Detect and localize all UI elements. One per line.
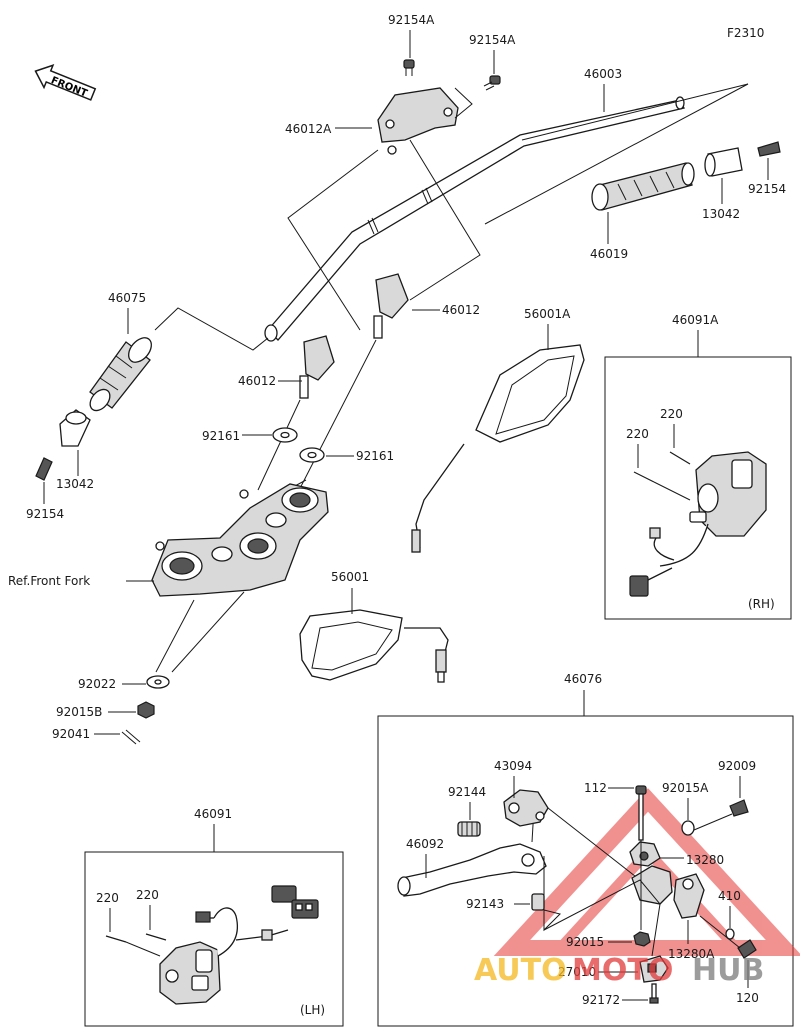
label-46092: 46092 [406,837,444,851]
washer-92015A [681,820,695,836]
label-220-a: 220 [660,407,683,421]
bolt-92154A-a [403,59,415,76]
mirror-left [299,609,449,683]
part-410 [725,928,735,940]
label-112: 112 [584,781,607,795]
label-92143: 92143 [466,897,504,911]
nut-92015 [633,931,651,947]
label-46075: 46075 [108,291,146,305]
label-92041: 92041 [52,727,90,741]
label-56001: 56001 [331,570,369,584]
label-92015: 92015 [566,935,604,949]
label-92154-l: 92154 [26,507,64,521]
label-13280A: 13280A [668,947,715,961]
watermark-moto: MOTO [572,953,673,988]
ref-front-fork: Ref.Front Fork [8,574,90,588]
weight-13042-r [704,147,743,177]
label-46012-r: 46012 [442,303,480,317]
nut-92015B [137,701,155,719]
mirror-right [411,344,585,553]
label-27010: 27010 [558,965,596,979]
label-46012A: 46012A [285,122,332,136]
label-43094: 43094 [494,759,532,773]
label-46003: 46003 [584,67,622,81]
label-410: 410 [718,889,741,903]
rh-switch [629,451,767,597]
triple-clamp [151,483,329,597]
label-92015B: 92015B [56,705,102,719]
label-92009: 92009 [718,759,756,773]
label-92154A-a: 92154A [388,13,435,27]
brake-lever-46092 [397,843,547,897]
watermark-text: AUTO MOTO HUB [474,953,764,988]
label-46091A: 46091A [672,313,719,327]
figure-code: F2310 [727,26,764,40]
label-92154A-b: 92154A [469,33,516,47]
upper-clamp [377,87,459,155]
right-grip [591,162,695,211]
label-220-c: 220 [96,891,119,905]
holder-13280A [631,865,705,919]
label-rh: (RH) [748,597,775,611]
label-92022: 92022 [78,677,116,691]
riser-left [299,335,335,399]
handlebar [264,96,685,342]
label-220-d: 220 [136,888,159,902]
bolt-92009 [693,799,749,831]
label-13280: 13280 [686,853,724,867]
watermark-hub: HUB [692,953,764,988]
label-lh: (LH) [300,1003,325,1017]
label-92154-r: 92154 [748,182,786,196]
screw-120 [699,915,757,959]
label-13042-r: 13042 [702,207,740,221]
label-92144: 92144 [448,785,486,799]
lh-switch-box [84,851,344,1027]
label-13042-l: 13042 [56,477,94,491]
riser-right [373,273,409,339]
bolt-92154-r [757,141,781,157]
front-arrow: FRONT [34,64,97,101]
label-92172: 92172 [582,993,620,1007]
label-46076: 46076 [564,672,602,686]
label-120: 120 [736,991,759,1005]
bolt-92154A-b [483,75,501,91]
watermark-auto: AUTO [474,953,567,988]
label-92161-l: 92161 [202,429,240,443]
lever-box [377,715,794,1027]
screw-92172 [649,983,659,1004]
label-46091: 46091 [194,807,232,821]
cotter-pin-92041 [121,729,141,745]
label-56001A: 56001A [524,307,571,321]
weight-13042-l [59,409,91,447]
lh-switch [159,885,319,1005]
adjuster-43094 [503,789,549,827]
label-92161-r: 92161 [356,449,394,463]
label-92015A: 92015A [662,781,709,795]
switch-27010 [639,955,669,983]
collar-92143 [531,893,545,911]
label-46012-l: 46012 [238,374,276,388]
label-220-b: 220 [626,427,649,441]
left-grip [89,337,152,412]
label-46019: 46019 [590,247,628,261]
spring-92144 [457,821,481,837]
bolt-92154-l [35,457,53,481]
